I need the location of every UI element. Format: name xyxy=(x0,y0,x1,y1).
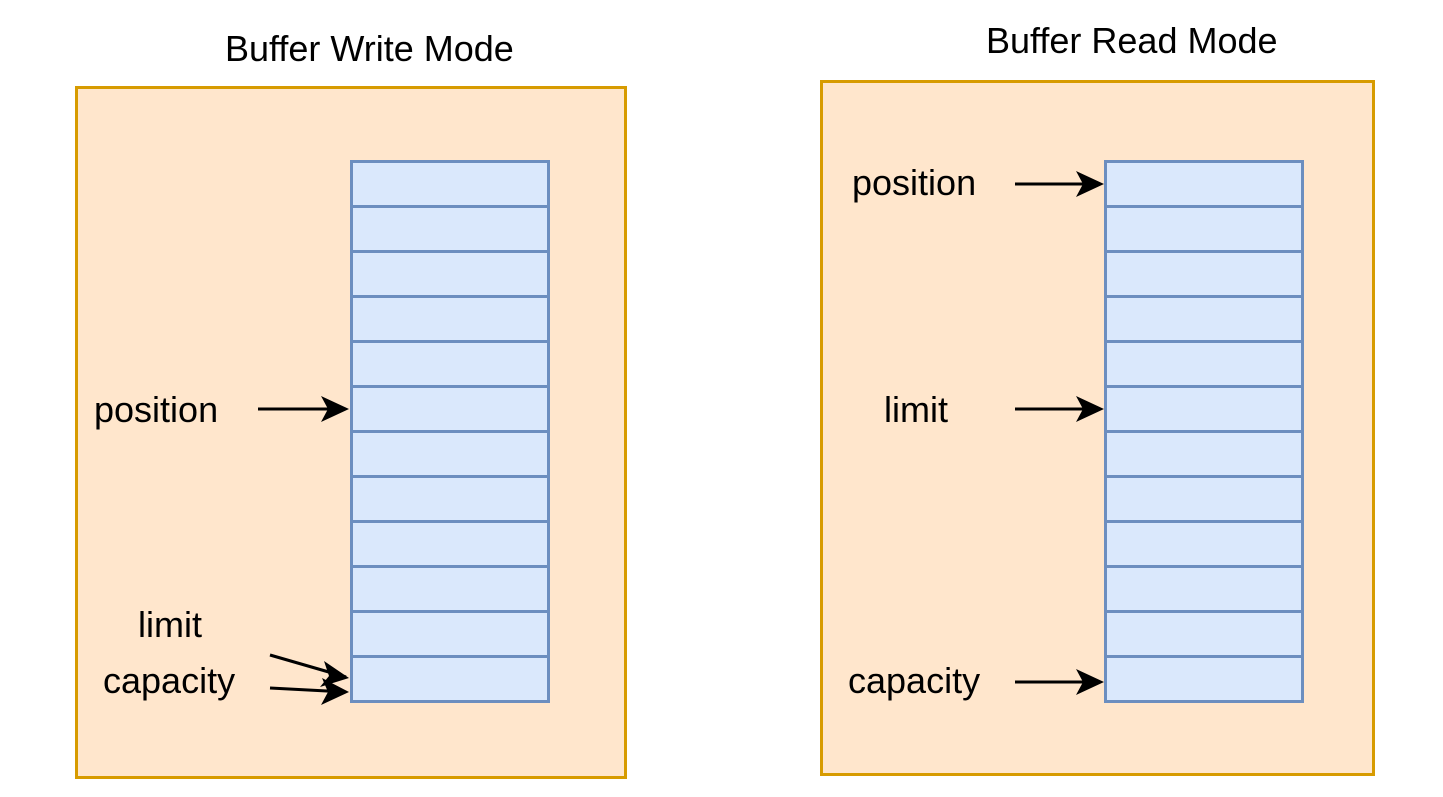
read-capacity-arrowhead xyxy=(1076,669,1104,695)
read-limit-arrowhead xyxy=(1076,396,1104,422)
buffer-cell xyxy=(1104,520,1304,568)
read-position-arrowhead xyxy=(1076,171,1104,197)
read-limit-label: limit xyxy=(884,389,948,430)
buffer-cell xyxy=(350,565,550,613)
write-limit-arrowhead xyxy=(320,661,349,687)
read-mode-title: Buffer Read Mode xyxy=(986,20,1278,61)
buffer-cell xyxy=(1104,295,1304,343)
buffer-cell xyxy=(1104,475,1304,523)
buffer-cell xyxy=(1104,340,1304,388)
buffer-cell xyxy=(350,205,550,253)
write-mode-title: Buffer Write Mode xyxy=(225,28,514,69)
read-capacity-label: capacity xyxy=(848,660,981,701)
buffer-cell xyxy=(1104,610,1304,658)
write-mode-buffer xyxy=(350,160,550,705)
write-position-arrowhead xyxy=(321,396,349,422)
write-position-label: position xyxy=(94,389,219,430)
read-position-label: position xyxy=(852,162,977,203)
read-mode-buffer xyxy=(1104,160,1304,705)
buffer-cell xyxy=(1104,430,1304,478)
write-limit-label: limit xyxy=(138,604,202,645)
write-capacity-arrowhead xyxy=(321,678,349,705)
buffer-cell xyxy=(350,385,550,433)
buffer-cell xyxy=(350,340,550,388)
buffer-cell xyxy=(1104,655,1304,703)
write-capacity-label: capacity xyxy=(103,660,236,701)
buffer-cell xyxy=(350,475,550,523)
buffer-cell xyxy=(350,655,550,703)
